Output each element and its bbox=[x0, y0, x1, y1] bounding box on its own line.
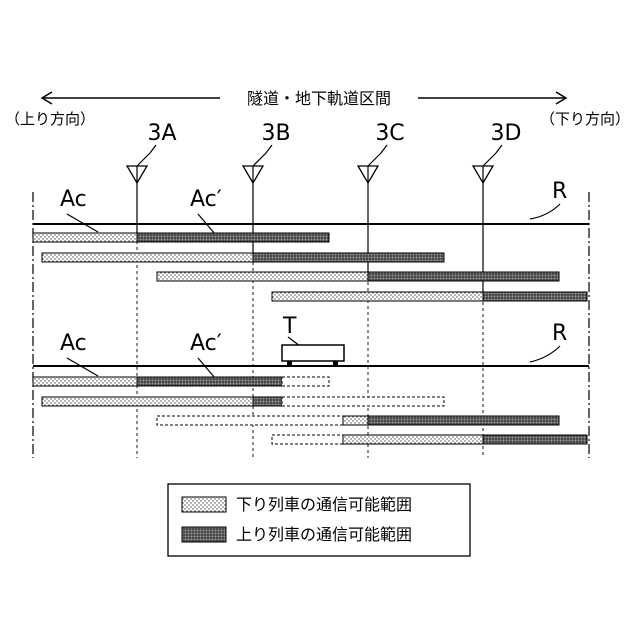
upper-range-3b-down bbox=[42, 253, 253, 262]
legend-swatch-up bbox=[182, 527, 226, 542]
lower-range-3d-up bbox=[483, 435, 587, 444]
upper-range-3d-down bbox=[272, 292, 483, 301]
lower-label-rail: R bbox=[552, 321, 567, 346]
legend-swatch-down bbox=[182, 497, 226, 512]
lower-range-3b-down bbox=[42, 397, 253, 406]
upper-range-3d-up bbox=[483, 292, 587, 301]
lower-range-3b-up bbox=[253, 397, 282, 406]
upper-range-3c-down bbox=[157, 272, 368, 281]
lower-label-ac: Ac bbox=[60, 331, 87, 356]
antenna-3a bbox=[127, 145, 156, 458]
down-direction-label: （下り方向） bbox=[540, 110, 630, 128]
legend-label-down: 下り列車の通信可能範囲 bbox=[236, 495, 412, 514]
antenna-label-3c: 3C bbox=[375, 121, 404, 146]
lower-range-3c-up bbox=[368, 416, 559, 425]
train-car bbox=[282, 345, 344, 365]
upper-label-rail: R bbox=[552, 179, 567, 204]
antenna-3b bbox=[243, 145, 272, 458]
upper-label-ac: Ac bbox=[60, 187, 87, 212]
lower-label-ac-prime: Ac′ bbox=[190, 331, 222, 356]
lower-range-3a-down bbox=[33, 377, 137, 386]
lower-ranges bbox=[33, 377, 587, 444]
antenna-label-3a: 3A bbox=[147, 121, 176, 146]
upper-rail-leader bbox=[530, 204, 560, 219]
lower-range-3c-down bbox=[343, 416, 368, 425]
lower-range-3a-up bbox=[137, 377, 282, 386]
lower-range-3a-inactive bbox=[282, 377, 329, 386]
antenna-label-3b: 3B bbox=[261, 121, 290, 146]
lower-rail-leader bbox=[530, 346, 560, 362]
lower-ac-prime-leader bbox=[198, 358, 215, 378]
train-label: T bbox=[282, 314, 297, 339]
section-label: 隧道・地下軌道区間 bbox=[247, 89, 391, 108]
antenna-label-3d: 3D bbox=[491, 121, 522, 146]
lower-range-3d-inactive bbox=[272, 435, 343, 444]
upper-range-3a-up bbox=[137, 233, 329, 242]
upper-range-3c-up bbox=[368, 272, 559, 281]
upper-range-3b-up bbox=[253, 253, 444, 262]
upper-range-3a-down bbox=[33, 233, 137, 242]
lower-range-3b-inactive bbox=[282, 397, 444, 406]
lower-range-3c-inactive bbox=[157, 416, 343, 425]
up-direction-label: （上り方向） bbox=[5, 110, 95, 128]
upper-label-ac-prime: Ac′ bbox=[190, 187, 222, 212]
upper-ranges bbox=[33, 233, 587, 301]
legend-label-up: 上り列車の通信可能範囲 bbox=[236, 525, 412, 544]
lower-range-3d-down bbox=[343, 435, 483, 444]
